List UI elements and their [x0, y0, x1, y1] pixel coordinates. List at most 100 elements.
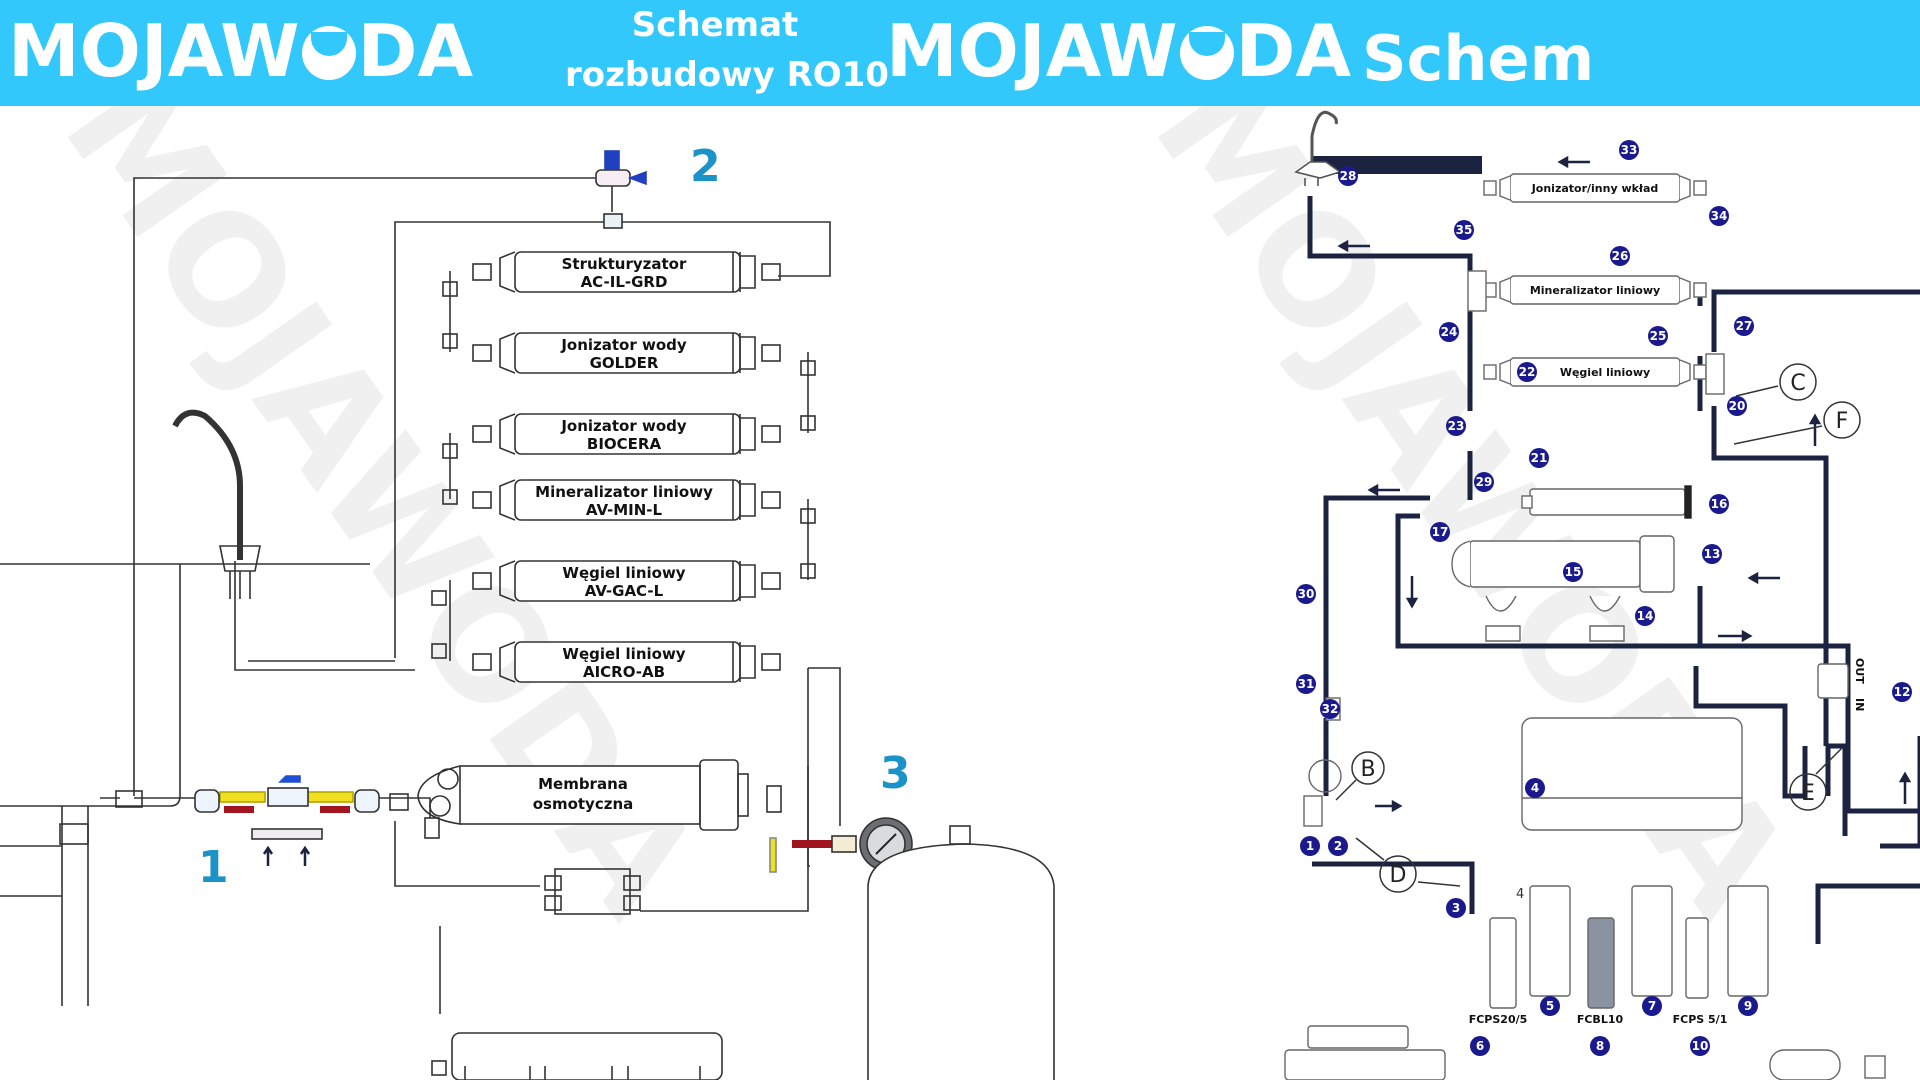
callout-labels: B C D E F	[1360, 371, 1848, 888]
logo-text-part: MOJAW	[8, 9, 300, 93]
logo-text-part: MOJAW	[886, 9, 1178, 93]
title-line-2: rozbudowy RO10	[565, 55, 889, 95]
drain-saddle	[59, 823, 89, 845]
pipe	[808, 667, 841, 826]
ro-unit-base	[431, 1032, 723, 1080]
callout-b: B	[1360, 757, 1375, 782]
right-cartridge-labels: Jonizator/inny wkład Mineralizator linio…	[1469, 182, 1866, 1026]
title-cut-text: Schem	[1362, 22, 1595, 95]
marker-2: 2	[690, 141, 721, 192]
part-badge-12: 12	[1894, 685, 1911, 699]
part-badge-15-circle	[1563, 562, 1583, 582]
part-badge-17: 17	[1432, 525, 1449, 539]
housing-number: 4	[1516, 887, 1524, 902]
faucet-spout	[172, 409, 243, 560]
part-badge-28-circle	[1338, 166, 1358, 186]
logo-text-part: DA	[1235, 9, 1352, 93]
flow-meter-out: OUT	[1853, 658, 1866, 684]
part-badge-23: 23	[1448, 419, 1465, 433]
part-badge-25-circle	[1648, 326, 1668, 346]
callout-f: F	[1836, 409, 1849, 434]
inline-cartridge-3-label: Węgiel liniowy	[1560, 366, 1650, 379]
part-badge-8-circle	[1590, 1036, 1610, 1056]
part-badge-27: 27	[1736, 319, 1753, 333]
part-badge-35-circle	[1454, 220, 1474, 240]
part-badge-14: 14	[1637, 609, 1654, 623]
part-badge-27-circle	[1734, 316, 1754, 336]
part-badge-2: 2	[1334, 839, 1342, 853]
cartridge-5-name: Węgiel liniowy	[562, 564, 685, 582]
cartridge-1-model: AC-IL-GRD	[581, 273, 668, 291]
part-badge-6: 6	[1476, 1039, 1484, 1053]
part-badge-25: 25	[1650, 329, 1667, 343]
part-badge-7: 7	[1648, 999, 1656, 1013]
part-badge-34: 34	[1711, 209, 1728, 223]
part-badge-22-circle	[1517, 362, 1537, 382]
part-badge-24: 24	[1441, 325, 1458, 339]
schematic-svg: MOJAWODA MOJAWODA	[0, 106, 1920, 1080]
schematic-area: MOJAWODA MOJAWODA	[0, 106, 1920, 1080]
membrane-label-2: osmotyczna	[533, 795, 634, 813]
cartridge-2	[472, 332, 781, 374]
cartridge-1-name: Strukturyzator	[562, 255, 687, 273]
inline-cartridge-1-label: Jonizator/inny wkład	[1531, 182, 1659, 195]
part-badge-7-circle	[1642, 996, 1662, 1016]
part-badge-13: 13	[1704, 547, 1721, 561]
part-badge-28: 28	[1340, 169, 1357, 183]
part-badge-21: 21	[1531, 451, 1548, 465]
part-badge-10-circle	[1690, 1036, 1710, 1056]
pipe	[234, 561, 415, 671]
cartridge-5-model: AV-GAC-L	[585, 582, 664, 600]
part-badge-33: 33	[1621, 143, 1638, 157]
pipe	[394, 221, 831, 658]
part-badge-32-circle	[1320, 699, 1340, 719]
pressure-gauge-assembly	[769, 817, 913, 873]
cartridge-5	[472, 560, 781, 602]
right-diagram: B C D E F Jonizator/inny wkład Mineraliz…	[1284, 110, 1920, 1080]
cartridge-2-name: Jonizator wody	[560, 336, 687, 354]
callout-e: E	[1801, 781, 1815, 806]
part-badge-8: 8	[1596, 1039, 1604, 1053]
faucet-shank	[229, 571, 251, 599]
ball-valve-assembly	[194, 775, 380, 866]
inline-cartridges	[1284, 173, 1886, 1080]
water-tank	[867, 825, 1055, 1080]
filter-label-2: FCBL10	[1577, 1013, 1624, 1026]
part-badge-1-circle	[1300, 836, 1320, 856]
flow-arrows	[1337, 155, 1912, 813]
part-badge-32: 32	[1322, 702, 1339, 716]
part-badge-16-circle	[1709, 494, 1729, 514]
part-badge-4-circle	[1525, 778, 1545, 798]
part-badge-21-circle	[1529, 448, 1549, 468]
part-badge-4: 4	[1531, 781, 1539, 795]
part-badge-26-circle	[1610, 246, 1630, 266]
part-badge-30-circle	[1296, 584, 1316, 604]
page-title: Schemat rozbudowy RO10	[565, 0, 889, 100]
part-badge-3-circle	[1446, 898, 1466, 918]
cartridge-3-model: BIOCERA	[587, 435, 662, 453]
cartridge-3-name: Jonizator wody	[560, 417, 687, 435]
part-badge-10: 10	[1692, 1039, 1709, 1053]
flow-meter-in: IN	[1853, 698, 1866, 711]
cartridge-6	[472, 641, 781, 683]
marker-3: 3	[880, 748, 911, 799]
pipe	[379, 797, 431, 818]
part-badge-35: 35	[1456, 223, 1473, 237]
ball-valve-2	[595, 150, 647, 229]
callouts	[1335, 363, 1861, 893]
part-badge-2-circle	[1328, 836, 1348, 856]
sink-outline	[0, 563, 370, 807]
cartridge-2-model: GOLDER	[590, 354, 659, 372]
cartridge-6-model: AICRO-AB	[583, 663, 665, 681]
faucet-body	[219, 545, 261, 572]
part-badge-30: 30	[1298, 587, 1315, 601]
membrane-label-1: Membrana	[538, 775, 628, 793]
tubing	[1307, 196, 1920, 944]
part-badge-13-circle	[1702, 544, 1722, 564]
part-badge-29: 29	[1476, 475, 1493, 489]
flow-restrictor	[554, 868, 631, 915]
part-badge-24-circle	[1439, 322, 1459, 342]
part-badge-12-circle	[1892, 682, 1912, 702]
